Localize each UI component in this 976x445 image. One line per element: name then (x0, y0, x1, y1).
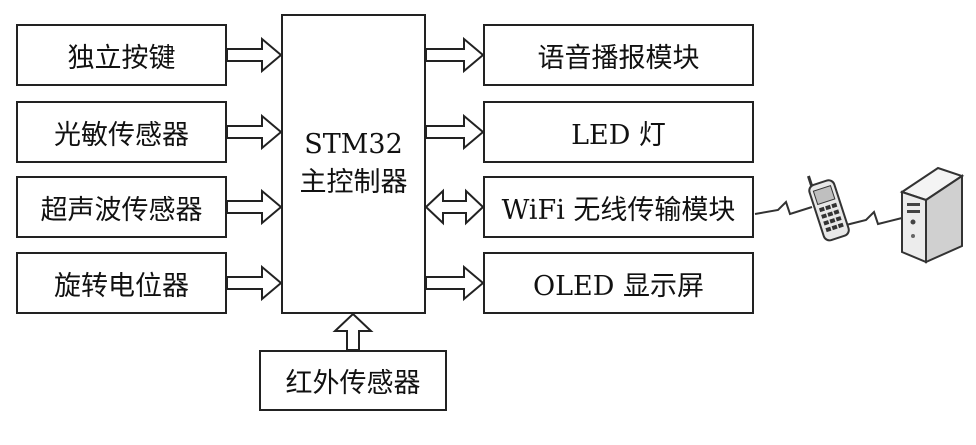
output-box-voice: 语音播报模块 (483, 24, 754, 86)
input-label: 独立按键 (67, 42, 176, 74)
input-label: 光敏传感器 (54, 119, 189, 151)
input-box-potentiometer: 旋转电位器 (16, 252, 227, 314)
wireless-signal (754, 200, 813, 216)
input-label: 超声波传感器 (40, 194, 203, 226)
output-box-led: LED 灯 (483, 101, 754, 163)
controller-label: 主控制器 (299, 167, 408, 198)
output-label: WiFi 无线传输模块 (501, 194, 736, 226)
arrow-right (425, 113, 485, 151)
controller-model: STM32 (304, 129, 403, 160)
input-box-buttons: 独立按键 (16, 24, 227, 86)
arrow-right (425, 36, 485, 74)
output-box-oled: OLED 显示屏 (483, 252, 754, 314)
phone-icon (807, 175, 850, 242)
arrow-right (226, 188, 283, 226)
input-label: 旋转电位器 (54, 270, 189, 302)
input-box-light-sensor: 光敏传感器 (16, 101, 227, 163)
arrow-right (425, 264, 485, 302)
input-label: 红外传感器 (285, 368, 421, 399)
arrow-right (226, 113, 283, 151)
output-box-wifi: WiFi 无线传输模块 (483, 176, 754, 238)
arrow-up (332, 312, 374, 351)
input-box-ultrasonic-sensor: 超声波传感器 (16, 176, 227, 238)
wireless-signal (845, 210, 903, 226)
arrow-right (226, 36, 283, 74)
main-controller-box: STM32 主控制器 (281, 14, 426, 314)
output-label: OLED 显示屏 (532, 270, 704, 302)
output-label: LED 灯 (571, 119, 666, 151)
server-icon (899, 166, 965, 264)
output-label: 语音播报模块 (537, 42, 700, 74)
arrow-right (226, 264, 283, 302)
arrow-bidirectional (424, 188, 485, 226)
